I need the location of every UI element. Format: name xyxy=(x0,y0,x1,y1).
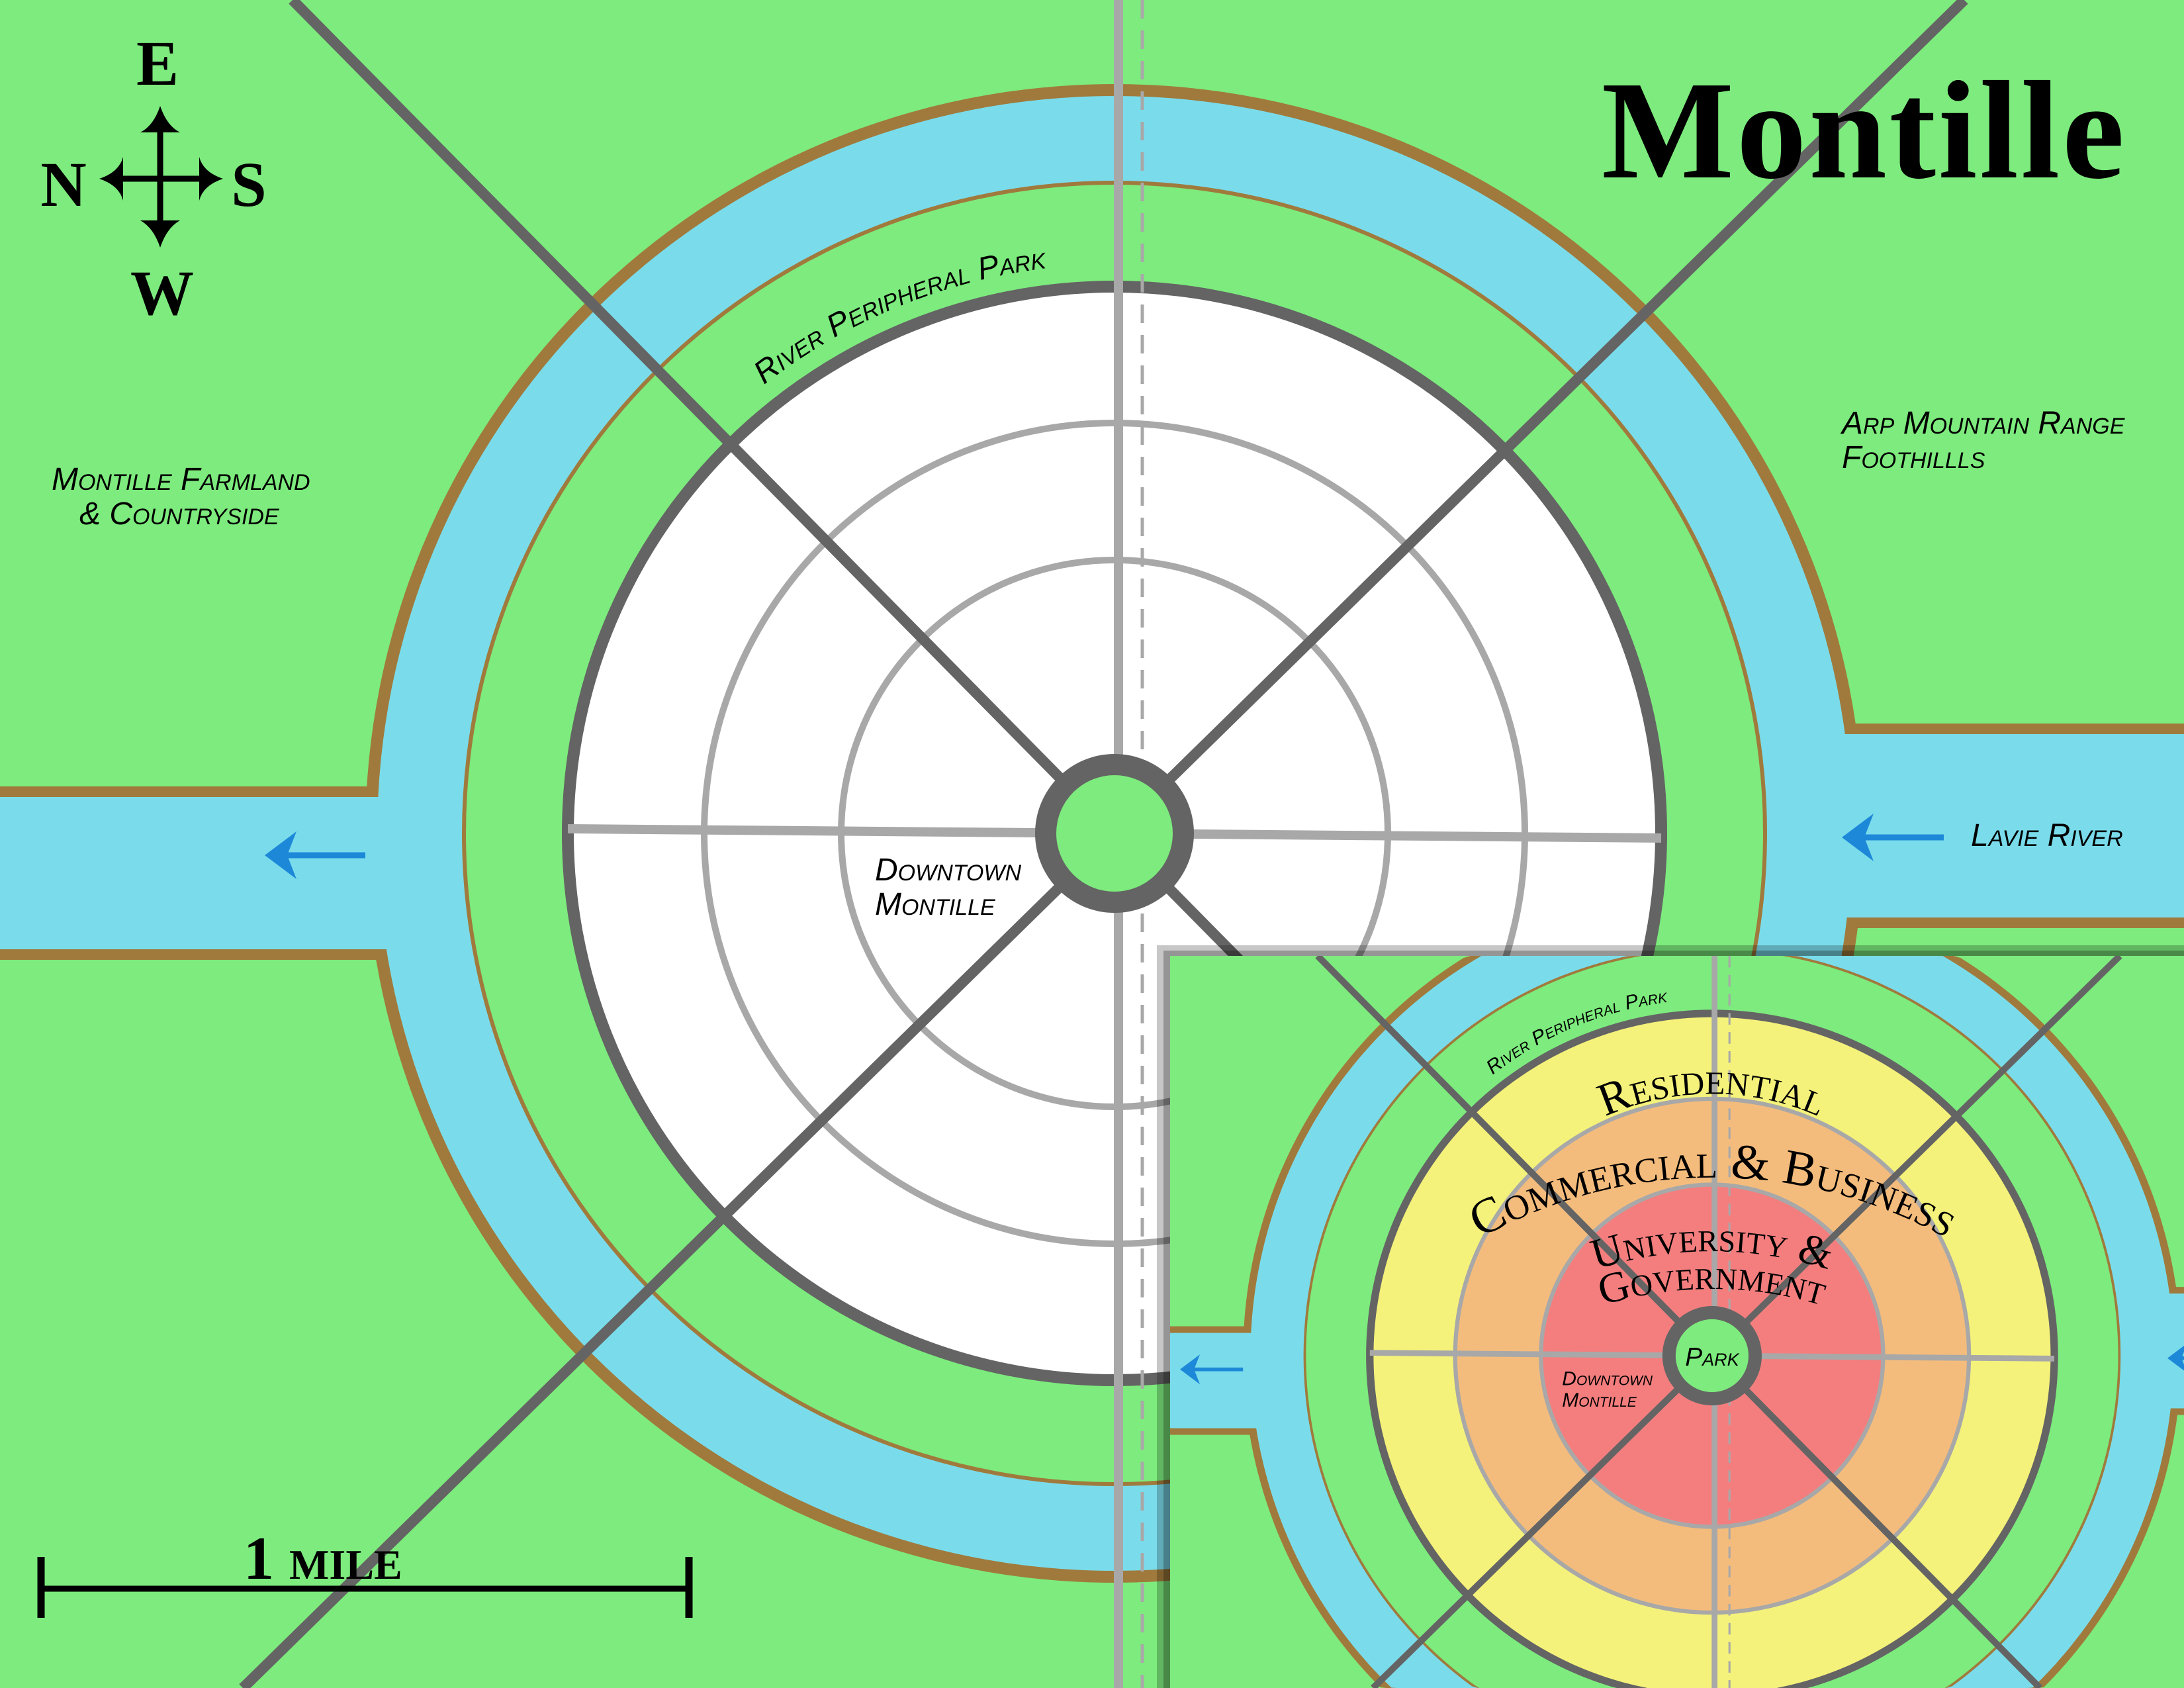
compass-rose: EN SW xyxy=(40,28,266,328)
farmland-label: Montille Farmland xyxy=(52,462,310,497)
downtown-label-line2: Montille xyxy=(875,887,995,922)
central-park xyxy=(1675,1319,1749,1393)
scale-bar: 1 mile xyxy=(37,1524,693,1618)
arrow-left-icon xyxy=(2167,1345,2184,1371)
mountain-label: Arp Mountain Range xyxy=(1840,406,2125,441)
compass-right-letter: S xyxy=(231,149,266,220)
river-label: Lavie River xyxy=(1971,818,2123,853)
compass-bottom-letter: W xyxy=(130,258,194,328)
arrow-left-icon xyxy=(99,157,123,201)
compass-top-letter: E xyxy=(136,28,179,99)
arrow-left-icon xyxy=(1180,1354,1201,1385)
downtown-label: Downtown xyxy=(1562,1368,1653,1389)
central-park xyxy=(1056,775,1173,892)
map-title: Montille xyxy=(1602,52,2124,208)
arrow-left-icon xyxy=(1842,814,1874,861)
arrow-left-icon xyxy=(265,831,296,879)
farmland-label-line2: & Countryside xyxy=(79,496,279,532)
arrow-up-icon xyxy=(140,106,180,132)
compass-left-letter: N xyxy=(40,149,86,220)
park-label: Park xyxy=(1685,1343,1739,1372)
map-annotations: Montille EN SW 1 mile xyxy=(37,28,2124,1618)
scale-bar-label: 1 mile xyxy=(244,1524,402,1592)
arrow-down-icon xyxy=(140,220,180,248)
downtown-label: Downtown xyxy=(875,853,1021,888)
mountain-label-line2: Foothillls xyxy=(1842,440,1985,475)
downtown-label-line2: Montille xyxy=(1562,1389,1637,1411)
arrow-right-icon xyxy=(199,157,223,201)
